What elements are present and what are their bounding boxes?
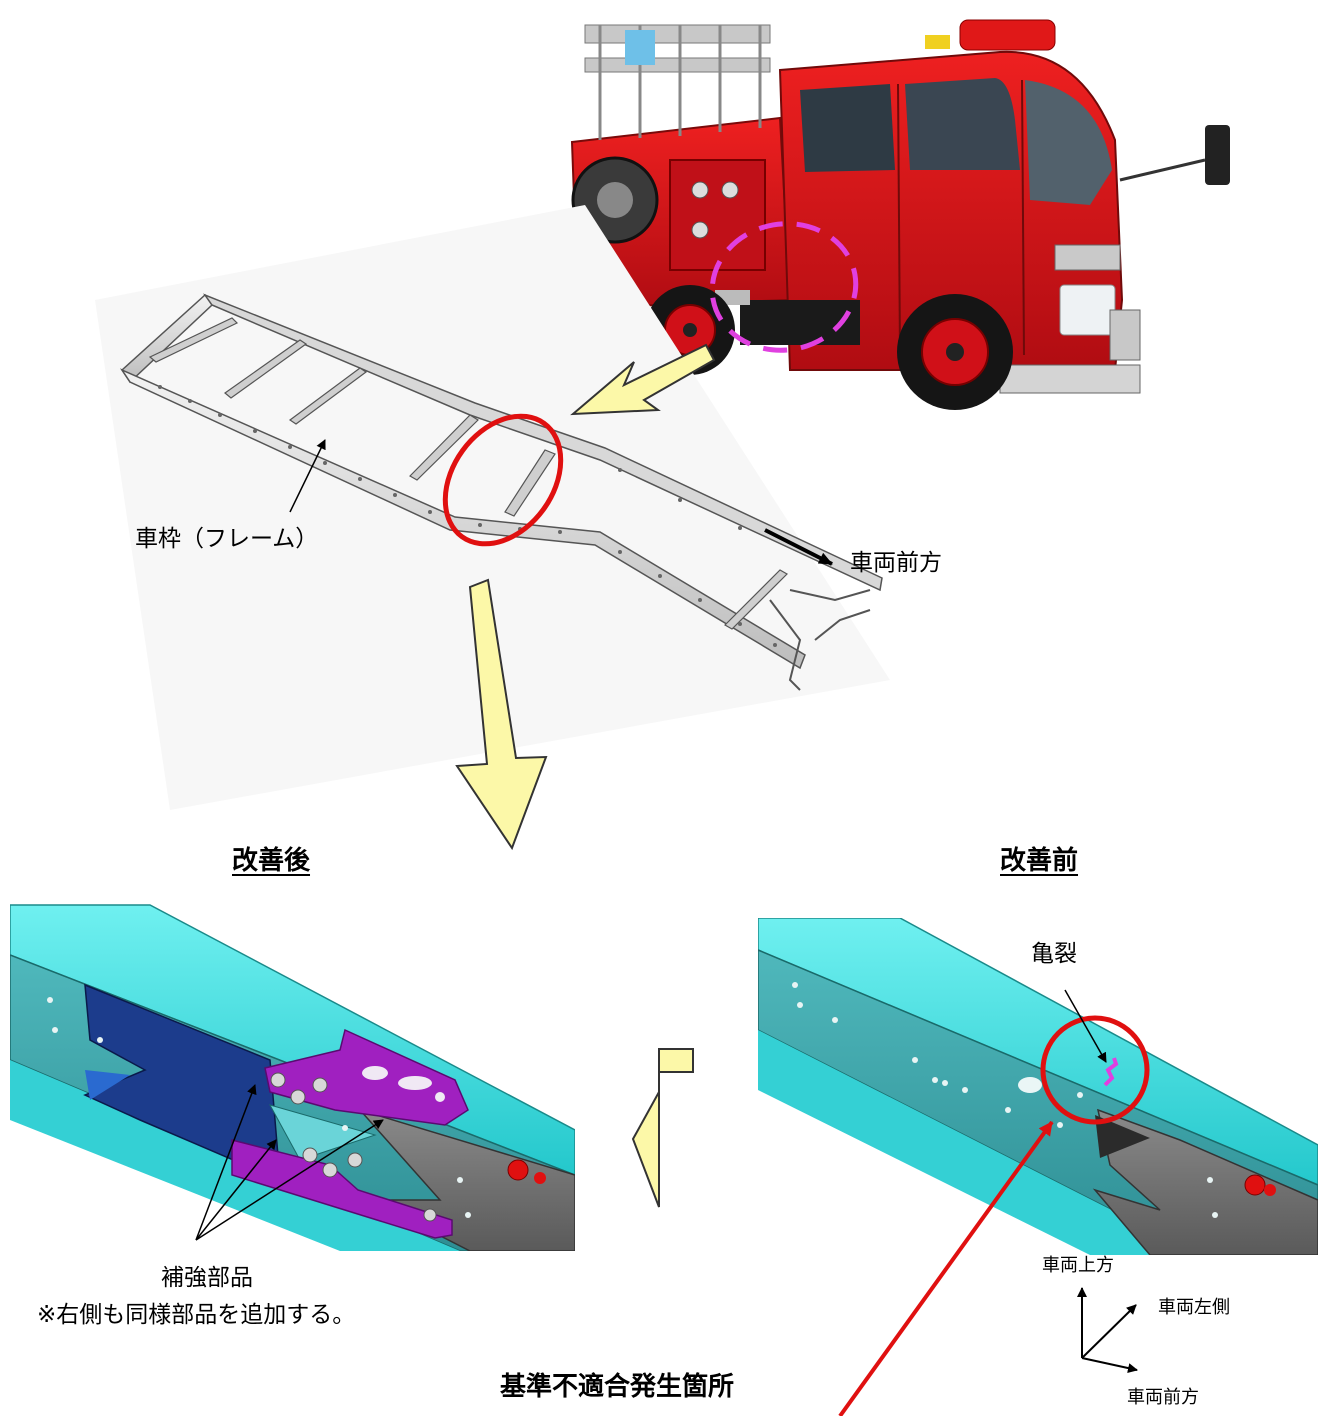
crack-callout-circle bbox=[1040, 1015, 1150, 1125]
frame-label: 車枠（フレーム） bbox=[135, 526, 319, 552]
nonconformity-location-label: 基準不適合発生箇所 bbox=[500, 1372, 735, 1402]
inspection-area-highlight bbox=[709, 221, 859, 353]
arrow-truck-to-frame bbox=[570, 343, 716, 416]
after-title: 改善後 bbox=[232, 846, 311, 876]
axis-up-label: 車両上方 bbox=[1042, 1255, 1114, 1276]
reinforcement-label: 補強部品 bbox=[161, 1265, 253, 1291]
fire-truck-image bbox=[570, 19, 1230, 410]
before-title: 改善前 bbox=[1000, 846, 1079, 876]
chassis-frame-image bbox=[95, 205, 890, 810]
axis-front-label: 車両前方 bbox=[1127, 1387, 1199, 1408]
arrow-frame-to-detail bbox=[455, 578, 548, 851]
vehicle-front-label-top: 車両前方 bbox=[850, 550, 942, 576]
before-detail-image bbox=[758, 918, 1318, 1255]
orientation-axes bbox=[1077, 1287, 1138, 1373]
arrow-before-to-after bbox=[631, 1048, 694, 1208]
reinforcement-note: ※右側も同様部品を追加する。 bbox=[37, 1302, 356, 1328]
crack-label: 亀裂 bbox=[1031, 941, 1077, 967]
axis-left-label: 車両左側 bbox=[1158, 1297, 1230, 1318]
frame-location-callout bbox=[442, 413, 564, 547]
after-detail-image bbox=[10, 875, 575, 1251]
